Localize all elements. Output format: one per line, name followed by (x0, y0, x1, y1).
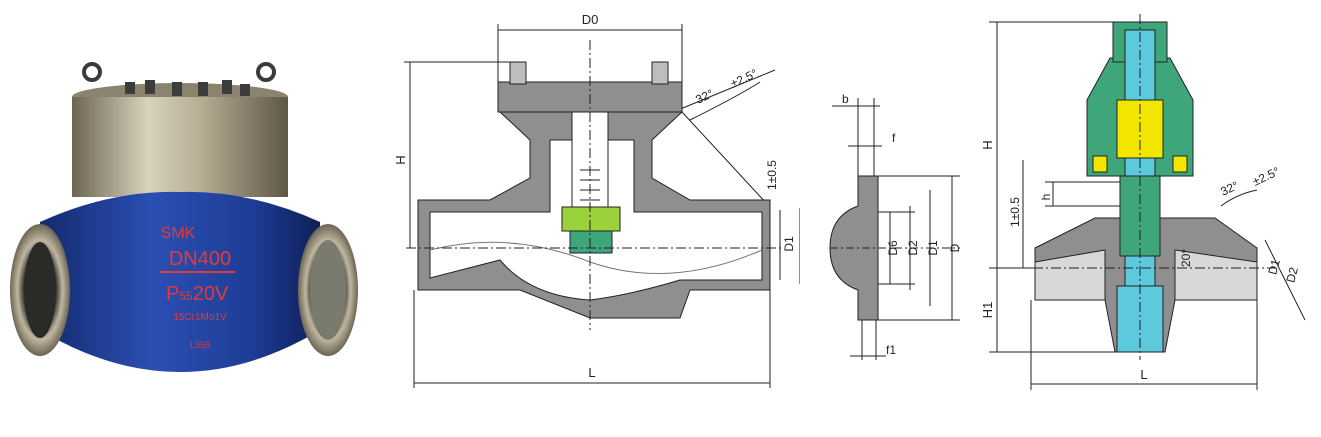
angle-20: 20° (1179, 249, 1193, 267)
valve-photo: SMK DN400 P5520V 15Cr1Mo1V L359 (0, 0, 370, 432)
dim-f: f (892, 131, 896, 145)
lifting-eye-right (256, 62, 276, 82)
flange-detail-svg: b f D6 D2 D1 D f1 (829, 92, 962, 360)
dim-d1: D1 (782, 236, 796, 252)
swing-check-svg: D0 H L 32° ±2.5° 1±0.5 D1 D2 (393, 12, 813, 388)
dim-f1: f1 (886, 343, 896, 357)
swing-check-drawing: D0 H L 32° ±2.5° 1±0.5 D1 D2 (390, 0, 813, 432)
disc (561, 206, 621, 232)
dim-h-label: H (980, 140, 995, 149)
dim-h1-label: H1 (980, 302, 995, 319)
lift-check-drawing: H H1 h 1±0.5 L 32° ±2.5° 20° D1 D2 (975, 0, 1321, 432)
dim-l-label: L (1140, 367, 1147, 382)
flange-detail-drawing: b f D6 D2 D1 D f1 (820, 0, 970, 432)
lifting-eye-left (82, 62, 102, 82)
dim-h-label: H (393, 155, 408, 164)
angle-arc (689, 81, 761, 121)
dim-d1-tol: 1±0.5 (1008, 197, 1022, 227)
dim-d2: D2 (1283, 265, 1301, 284)
dim-d2: D2 (799, 236, 800, 252)
bolt-right (651, 61, 669, 85)
dim-d1-tol: 1±0.5 (765, 160, 779, 190)
marking-size: DN400 (169, 248, 231, 270)
dim-small-h: h (1039, 194, 1053, 201)
dim-d1: D1 (1265, 257, 1283, 276)
angle-label: 32° (693, 86, 716, 106)
marking-code: L359 (190, 340, 210, 350)
marking-brand: SMK (161, 225, 196, 242)
bonnet (72, 97, 288, 197)
angle-arc (1220, 189, 1258, 207)
angle-tolerance: ±2.5° (728, 66, 760, 91)
lift-check-svg: H H1 h 1±0.5 L 32° ±2.5° 20° D1 D2 (980, 14, 1306, 390)
bonnet-bolts (125, 80, 250, 96)
dim-b: b (842, 92, 849, 106)
valve-photo-svg: SMK DN400 P5520V 15Cr1Mo1V L359 (10, 62, 358, 372)
dim-d6: D6 (886, 240, 900, 256)
dim-l-label: L (588, 365, 595, 380)
marking-material: 15Cr1Mo1V (173, 312, 227, 323)
valve-body (40, 191, 320, 372)
angle-label: 32° (1218, 178, 1241, 198)
seat-ring (569, 230, 613, 254)
bolt-left (509, 61, 527, 85)
dim-d0-label: D0 (582, 12, 599, 27)
angle-tolerance: ±2.5° (1250, 164, 1282, 189)
marking-rating: P5520V (166, 283, 229, 305)
